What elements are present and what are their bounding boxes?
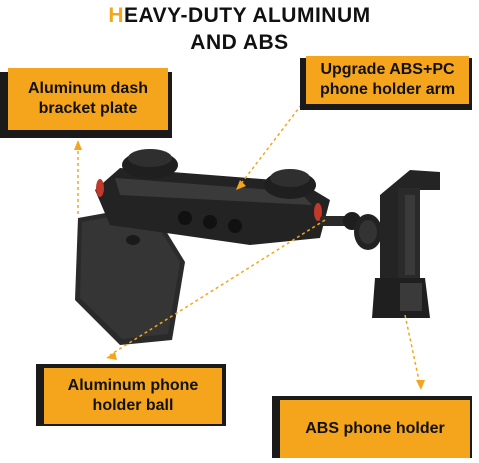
phone-holder-top <box>380 170 440 290</box>
holder-ball <box>320 216 350 226</box>
label-dash-bracket-text: Aluminum dash bracket plate <box>27 80 148 117</box>
page-title: HEAVY-DUTY ALUMINUM AND ABS <box>0 2 479 56</box>
label-phone-holder: ABS phone holder <box>280 400 470 458</box>
title-accent-letter: H <box>108 4 125 27</box>
label-holder-arm: Upgrade ABS+PC phone holder arm <box>306 56 469 104</box>
title-line2: AND ABS <box>190 31 289 54</box>
leader-line-ball <box>109 219 326 356</box>
leader-line-holder <box>404 314 421 386</box>
label-dash-bracket: Aluminum dash bracket plate <box>8 68 168 130</box>
bracket-bolt <box>126 235 140 245</box>
label-holder-ball: Aluminum phone holder ball <box>44 368 222 424</box>
title-line1: EAVY-DUTY ALUMINUM <box>124 4 371 27</box>
label-phone-holder-text: ABS phone holder <box>305 420 445 437</box>
label-holder-ball-text: Aluminum phone holder ball <box>67 377 199 414</box>
label-holder-arm-text: Upgrade ABS+PC phone holder arm <box>319 61 456 98</box>
